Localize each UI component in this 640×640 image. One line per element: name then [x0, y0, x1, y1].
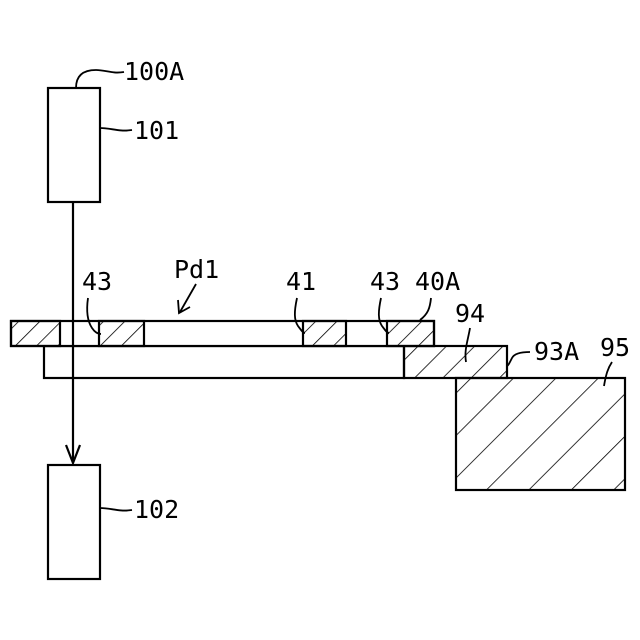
- leader-receiver: [100, 508, 132, 511]
- lower-substrate: [44, 346, 404, 378]
- electrode-segment: [99, 321, 144, 346]
- receiver-box: [48, 465, 100, 579]
- label-electrode-left: 43: [82, 267, 112, 296]
- label-stage-edge: 93A: [534, 337, 579, 366]
- label-emitter: 101: [134, 116, 179, 145]
- label-electrode-right: 43: [370, 267, 400, 296]
- leader-stage-edge: [507, 352, 530, 366]
- label-pad: Pd1: [174, 255, 219, 284]
- electrode-segment: [11, 321, 60, 346]
- electrode-segment: [303, 321, 346, 346]
- label-adhesive: 94: [455, 299, 485, 328]
- leader-emitter: [100, 128, 132, 131]
- electrode-segment: [387, 321, 434, 346]
- leader-electrode-substrate: [420, 298, 431, 320]
- adhesive-layer: [404, 346, 507, 378]
- label-wiring: 41: [286, 267, 316, 296]
- label-receiver: 102: [134, 495, 179, 524]
- label-electrode-substrate: 40A: [415, 267, 460, 296]
- label-system: 100A: [124, 57, 184, 86]
- upper-substrate: [11, 321, 434, 346]
- leader-system: [76, 70, 124, 88]
- stage-block: [456, 378, 625, 490]
- label-stage: 95: [600, 333, 630, 362]
- emitter-box: [48, 88, 100, 202]
